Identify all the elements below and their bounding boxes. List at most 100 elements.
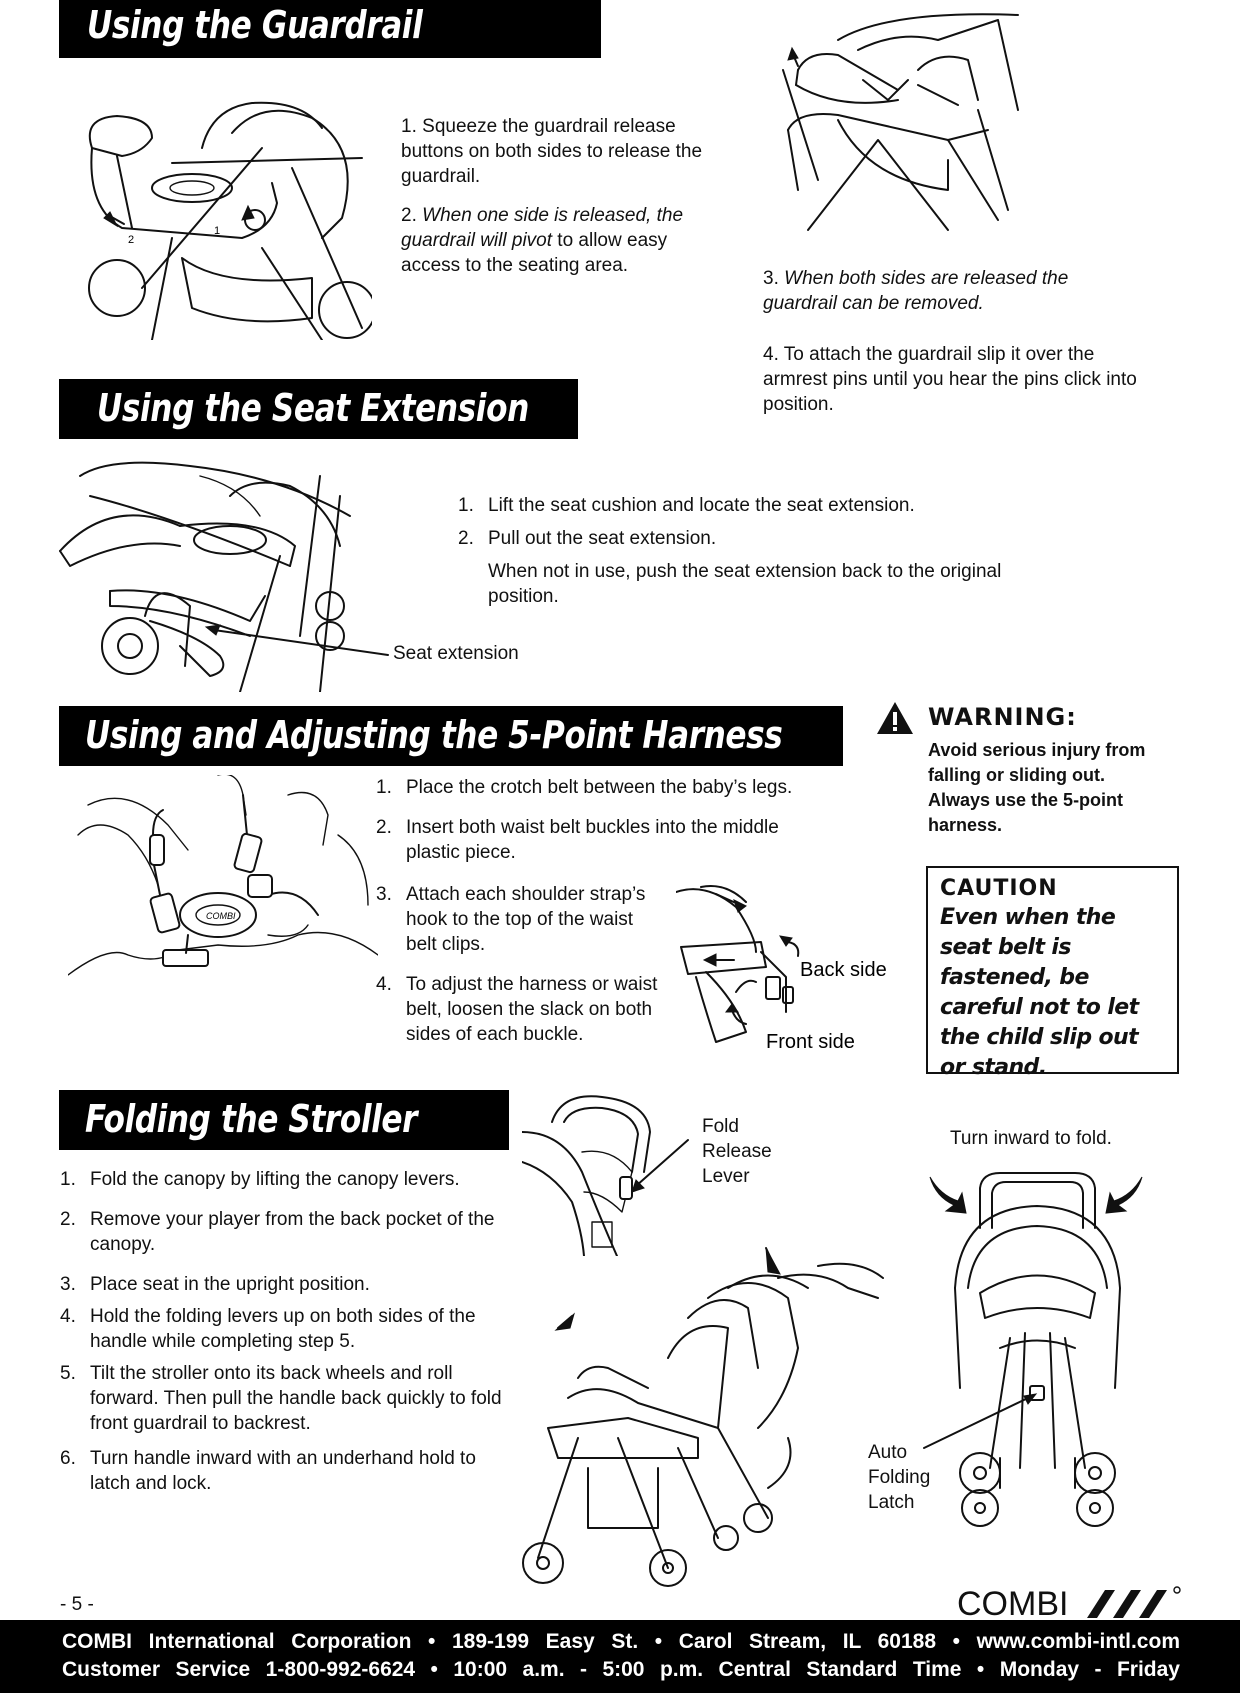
- guardrail-figure-label-1: 1: [214, 225, 220, 237]
- folding-header: Folding the Stroller: [59, 1090, 509, 1150]
- folding-step-5: 5. Tilt the stroller onto its back wheels…: [60, 1361, 520, 1436]
- seat-extension-steps: 1. Lift the seat cushion and locate the s…: [458, 493, 1018, 609]
- harness-adjuster-illustration: Back side Front side: [676, 885, 887, 1053]
- auto-folding-latch-pointer: [923, 1393, 1038, 1449]
- folding-step-4: 4. Hold the folding levers up on both sid…: [60, 1304, 520, 1354]
- latch-label: Latch: [868, 1492, 915, 1513]
- seat-extension-step-2-number: 2.: [458, 528, 474, 549]
- folding-step-5-text: Tilt the stroller onto its back wheels a…: [90, 1363, 502, 1434]
- warning-title: WARNING:: [928, 703, 1077, 731]
- harness-step-1: 1. Place the crotch belt between the baby…: [376, 775, 856, 800]
- warning-text: Avoid serious injury from falling or sli…: [928, 740, 1146, 835]
- folding-stroller-illustration: [522, 1247, 884, 1587]
- guardrail-step-2-italic: When one side is released, the guardrail…: [401, 205, 684, 251]
- combi-logo: COMBI: [957, 1585, 1181, 1620]
- folding-step-5-number: 5.: [60, 1363, 76, 1384]
- folding-step-3: 3. Place seat in the upright position.: [60, 1272, 520, 1297]
- caution-title: CAUTION: [940, 876, 1058, 901]
- auto-folding-latch-label: Auto Folding Latch: [868, 1440, 930, 1515]
- fold-release-lever-illustration: [522, 1095, 651, 1256]
- folding-step-3-text: Place seat in the upright position.: [90, 1274, 370, 1295]
- guardrail-step-2-number: 2.: [401, 205, 417, 226]
- folding-step-2-text: Remove your player from the back pocket …: [90, 1209, 495, 1255]
- combi-logo-text: COMBI: [957, 1585, 1068, 1620]
- turn-inward-left-arrow: [929, 1176, 967, 1214]
- seat-extension-step-1-text: Lift the seat cushion and locate the sea…: [488, 495, 915, 516]
- folding-label: Folding: [868, 1467, 931, 1488]
- seat-extension-step-1-number: 1.: [458, 495, 474, 516]
- warning-icon: [877, 702, 913, 734]
- guardrail-step-1-text: Squeeze the guardrail release buttons on…: [401, 116, 703, 187]
- harness-step-4: 4.To adjust the harness or waist belt, l…: [376, 972, 676, 1047]
- harness-step-2-number: 2.: [376, 817, 392, 838]
- guardrail-header: Using the Guardrail: [59, 0, 601, 58]
- seat-extension-step-1: 1. Lift the seat cushion and locate the s…: [458, 493, 1018, 518]
- folding-step-3-number: 3.: [60, 1274, 76, 1295]
- guardrail-release-illustration: 2 1: [88, 101, 372, 340]
- folding-step-1-text: Fold the canopy by lifting the canopy le…: [90, 1169, 460, 1190]
- fold-release-lever-label: Fold Release Lever: [702, 1114, 772, 1189]
- folding-step-4-number: 4.: [60, 1306, 76, 1327]
- harness-front-side-label: Front side: [766, 1031, 855, 1053]
- folding-title: Folding the Stroller: [85, 1097, 418, 1141]
- harness-step-1-text: Place the crotch belt between the baby’s…: [406, 777, 793, 798]
- guardrail-step-3-number: 3.: [763, 268, 779, 289]
- folding-steps: 1. Fold the canopy by lifting the canopy …: [60, 1167, 520, 1506]
- seat-extension-header: Using the Seat Extension: [59, 379, 578, 439]
- harness-back-side-label: Back side: [800, 959, 887, 981]
- harness-step-3-text: Attach each shoulder strap’s hook to the…: [406, 884, 646, 955]
- guardrail-title: Using the Guardrail: [87, 3, 423, 47]
- turn-inward-right-arrow: [1105, 1176, 1143, 1214]
- folding-step-1-number: 1.: [60, 1169, 76, 1190]
- guardrail-step-4-text: To attach the guardrail slip it over the…: [763, 344, 1137, 415]
- guardrail-step-2: 2. When one side is released, the guardr…: [401, 203, 691, 278]
- harness-steps-3-4: 3. Attach each shoulder strap’s hook to t…: [376, 882, 666, 1057]
- folding-step-1: 1. Fold the canopy by lifting the canopy …: [60, 1167, 520, 1192]
- folding-step-6-number: 6.: [60, 1448, 76, 1469]
- guardrail-step-4-number: 4.: [763, 344, 779, 365]
- harness-steps-1-2: 1. Place the crotch belt between the baby…: [376, 775, 856, 875]
- seat-extension-step-2-text: Pull out the seat extension.: [488, 528, 717, 549]
- harness-buckle-illustration: COMBI: [68, 775, 378, 976]
- folding-step-4-text: Hold the folding levers up on both sides…: [90, 1306, 476, 1352]
- caution-text: Even when the seat belt is fastened, be …: [940, 905, 1139, 1080]
- seat-extension-title: Using the Seat Extension: [97, 386, 529, 430]
- folding-step-6-text: Turn handle inward with an underhand hol…: [90, 1448, 476, 1494]
- harness-step-3-number: 3.: [376, 884, 392, 905]
- harness-step-2: 2. Insert both waist belt buckles into th…: [376, 815, 826, 865]
- lever-label: Lever: [702, 1166, 750, 1187]
- footer: COMBI International Corporation • 189-19…: [0, 1620, 1240, 1693]
- guardrail-step-1-number: 1.: [401, 116, 417, 137]
- guardrail-step-1: 1. Squeeze the guardrail release buttons…: [401, 114, 721, 189]
- page-number: - 5 -: [60, 1594, 94, 1615]
- turn-inward-label: Turn inward to fold.: [950, 1128, 1112, 1149]
- footer-customer-service: Customer Service 1-800-992-6624 • 10:00 …: [62, 1658, 1180, 1681]
- guardrail-step-3: 3. When both sides are released the guar…: [763, 266, 1113, 316]
- folded-stroller-illustration: [954, 1172, 1121, 1527]
- guardrail-step-3-text: When both sides are released the guardra…: [763, 268, 1069, 314]
- caution-box: CAUTION Even when the seat belt is faste…: [926, 866, 1179, 1080]
- guardrail-removed-illustration: [782, 13, 1019, 231]
- guardrail-step-4: 4. To attach the guardrail slip it over …: [763, 342, 1143, 417]
- harness-buckle-logo: COMBI: [206, 911, 236, 921]
- harness-step-2-text: Insert both waist belt buckles into the …: [406, 817, 779, 863]
- seat-extension-illustration: [59, 461, 351, 692]
- harness-title: Using and Adjusting the 5-Point Harness: [85, 713, 783, 757]
- guardrail-figure-label-2: 2: [128, 234, 134, 246]
- release-label: Release: [702, 1141, 772, 1162]
- seat-extension-step-2: 2. Pull out the seat extension.: [458, 526, 1018, 551]
- seat-extension-callout: Seat extension: [393, 643, 519, 664]
- auto-label: Auto: [868, 1442, 908, 1463]
- folding-step-2: 2. Remove your player from the back pocke…: [60, 1207, 520, 1257]
- footer-address: COMBI International Corporation • 189-19…: [62, 1630, 1180, 1653]
- guardrail-step-2-text: to allow easy access to the seating area…: [401, 230, 668, 276]
- seat-extension-note: When not in use, push the seat extension…: [488, 561, 1002, 607]
- harness-step-3: 3. Attach each shoulder strap’s hook to t…: [376, 882, 646, 957]
- folding-step-2-number: 2.: [60, 1209, 76, 1230]
- fold-label: Fold: [702, 1116, 739, 1137]
- seat-extension-pointer: [204, 624, 389, 656]
- folding-step-6: 6. Turn handle inward with an underhand h…: [60, 1446, 520, 1496]
- harness-step-4-number: 4.: [376, 974, 392, 995]
- fold-release-lever-pointer: [631, 1139, 689, 1193]
- harness-step-1-number: 1.: [376, 777, 392, 798]
